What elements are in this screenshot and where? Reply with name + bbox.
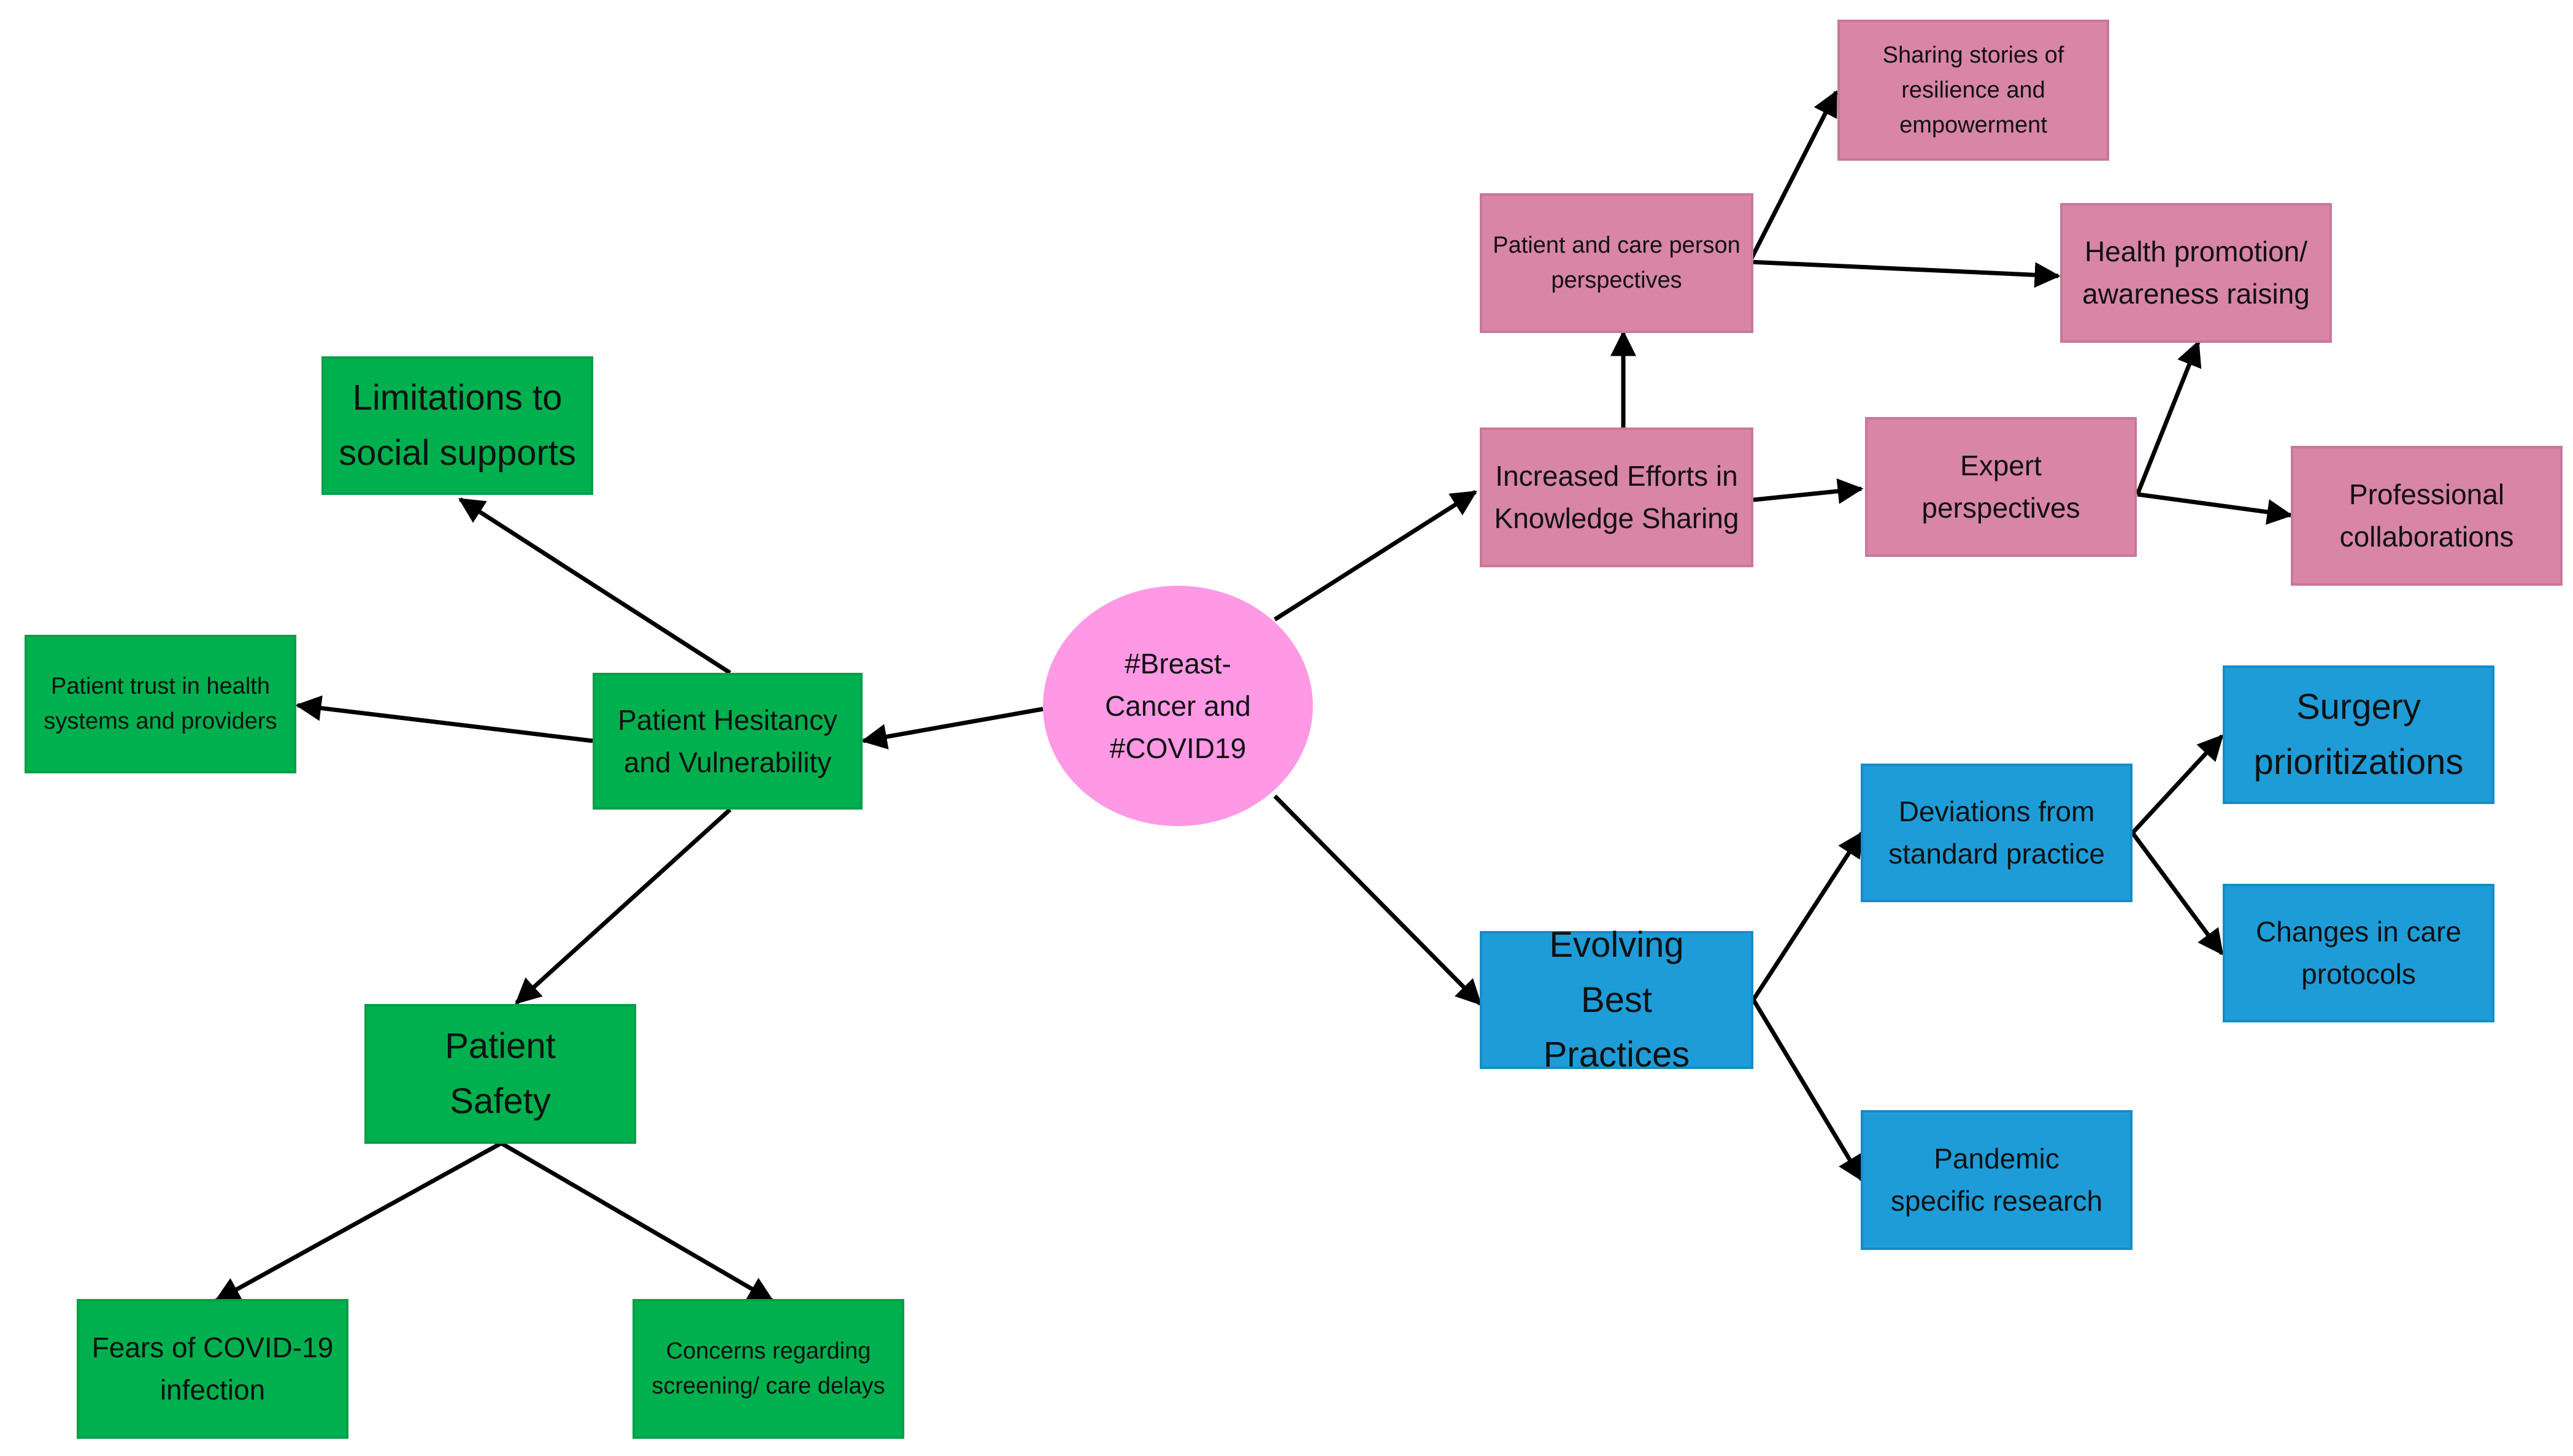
arrow-center-to-hesitancy	[861, 707, 1044, 749]
node-limitations-social-supports-label: Limitations to social supports	[339, 378, 576, 473]
arrow-expert-to-professional	[2137, 492, 2293, 525]
arrow-expert-to-health-promotion	[2135, 340, 2202, 496]
node-expert-perspectives-label: Expert perspectives	[1921, 450, 2080, 524]
node-surgery-prioritizations: Surgery prioritizations	[2223, 665, 2494, 804]
arrow-knowledge-to-expert	[1753, 478, 1864, 504]
node-knowledge-sharing-label: Increased Efforts in Knowledge Sharing	[1494, 460, 1739, 534]
node-changes-care-protocols-label: Changes in care protocols	[2256, 916, 2461, 990]
node-concerns-delays-label: Concerns regarding screening/ care delay…	[652, 1338, 885, 1399]
node-patient-hesitancy-label: Patient Hesitancy and Vulnerability	[618, 703, 837, 778]
node-patient-safety: Patient Safety	[364, 1004, 636, 1144]
node-concerns-delays: Concerns regarding screening/ care delay…	[633, 1299, 904, 1439]
arrow-deviations-to-protocols	[2131, 831, 2224, 956]
node-limitations-social-supports: Limitations to social supports	[321, 356, 593, 495]
node-knowledge-sharing: Increased Efforts in Knowledge Sharing	[1480, 427, 1753, 567]
arrow-hesitancy-to-trust	[295, 695, 593, 743]
node-patient-trust-label: Patient trust in health systems and prov…	[44, 673, 277, 734]
center-topic-label: #Breast-Cancer and #COVID19	[1105, 647, 1251, 764]
node-patient-perspectives-label: Patient and care person perspectives	[1493, 232, 1740, 293]
node-health-promotion-label: Health promotion/ awareness raising	[2082, 236, 2310, 310]
node-sharing-stories-label: Sharing stories of resilience and empowe…	[1882, 42, 2064, 138]
node-patient-trust: Patient trust in health systems and prov…	[25, 635, 296, 773]
arrow-safety-to-delays	[500, 1141, 775, 1303]
arrow-safety-to-fears	[213, 1141, 502, 1303]
node-changes-care-protocols: Changes in care protocols	[2223, 884, 2494, 1022]
node-deviations-standard-practice-label: Deviations from standard practice	[1888, 795, 2105, 870]
node-fears-covid-label: Fears of COVID-19 infection	[91, 1331, 334, 1406]
node-evolving-best-practices-label: Evolving Best Practices	[1543, 924, 1690, 1075]
center-topic-ellipse: #Breast-Cancer and #COVID19	[1043, 586, 1313, 826]
node-professional-collaborations: Professional collaborations	[2291, 446, 2563, 586]
node-patient-safety-label: Patient Safety	[445, 1026, 556, 1121]
node-professional-collaborations-label: Professional collaborations	[2339, 478, 2514, 553]
node-pandemic-research-label: Pandemic specific research	[1890, 1143, 2103, 1217]
node-evolving-best-practices: Evolving Best Practices	[1480, 925, 1753, 1075]
node-pandemic-research: Pandemic specific research	[1861, 1110, 2133, 1250]
arrow-best-practices-to-research	[1752, 998, 1864, 1182]
arrow-center-to-knowledge	[1274, 490, 1477, 621]
node-fears-covid: Fears of COVID-19 infection	[77, 1299, 348, 1439]
node-sharing-stories: Sharing stories of resilience and empowe…	[1837, 20, 2109, 161]
arrow-perspectives-to-health-promotion	[1749, 259, 2061, 288]
node-health-promotion: Health promotion/ awareness raising	[2060, 203, 2332, 343]
arrow-hesitancy-to-social-supports	[458, 497, 731, 675]
arrow-deviations-to-surgery	[2131, 734, 2224, 835]
node-expert-perspectives: Expert perspectives	[1865, 417, 2137, 557]
arrow-perspectives-to-stories	[1747, 90, 1839, 263]
node-surgery-prioritizations-label: Surgery prioritizations	[2253, 687, 2464, 782]
arrow-center-to-best-practices	[1273, 794, 1482, 1006]
arrow-hesitancy-to-safety	[515, 808, 732, 1005]
node-deviations-standard-practice: Deviations from standard practice	[1861, 764, 2133, 902]
node-patient-perspectives: Patient and care person perspectives	[1480, 193, 1753, 333]
node-patient-hesitancy: Patient Hesitancy and Vulnerability	[593, 673, 863, 810]
arrow-best-practices-to-deviations	[1752, 831, 1864, 1001]
